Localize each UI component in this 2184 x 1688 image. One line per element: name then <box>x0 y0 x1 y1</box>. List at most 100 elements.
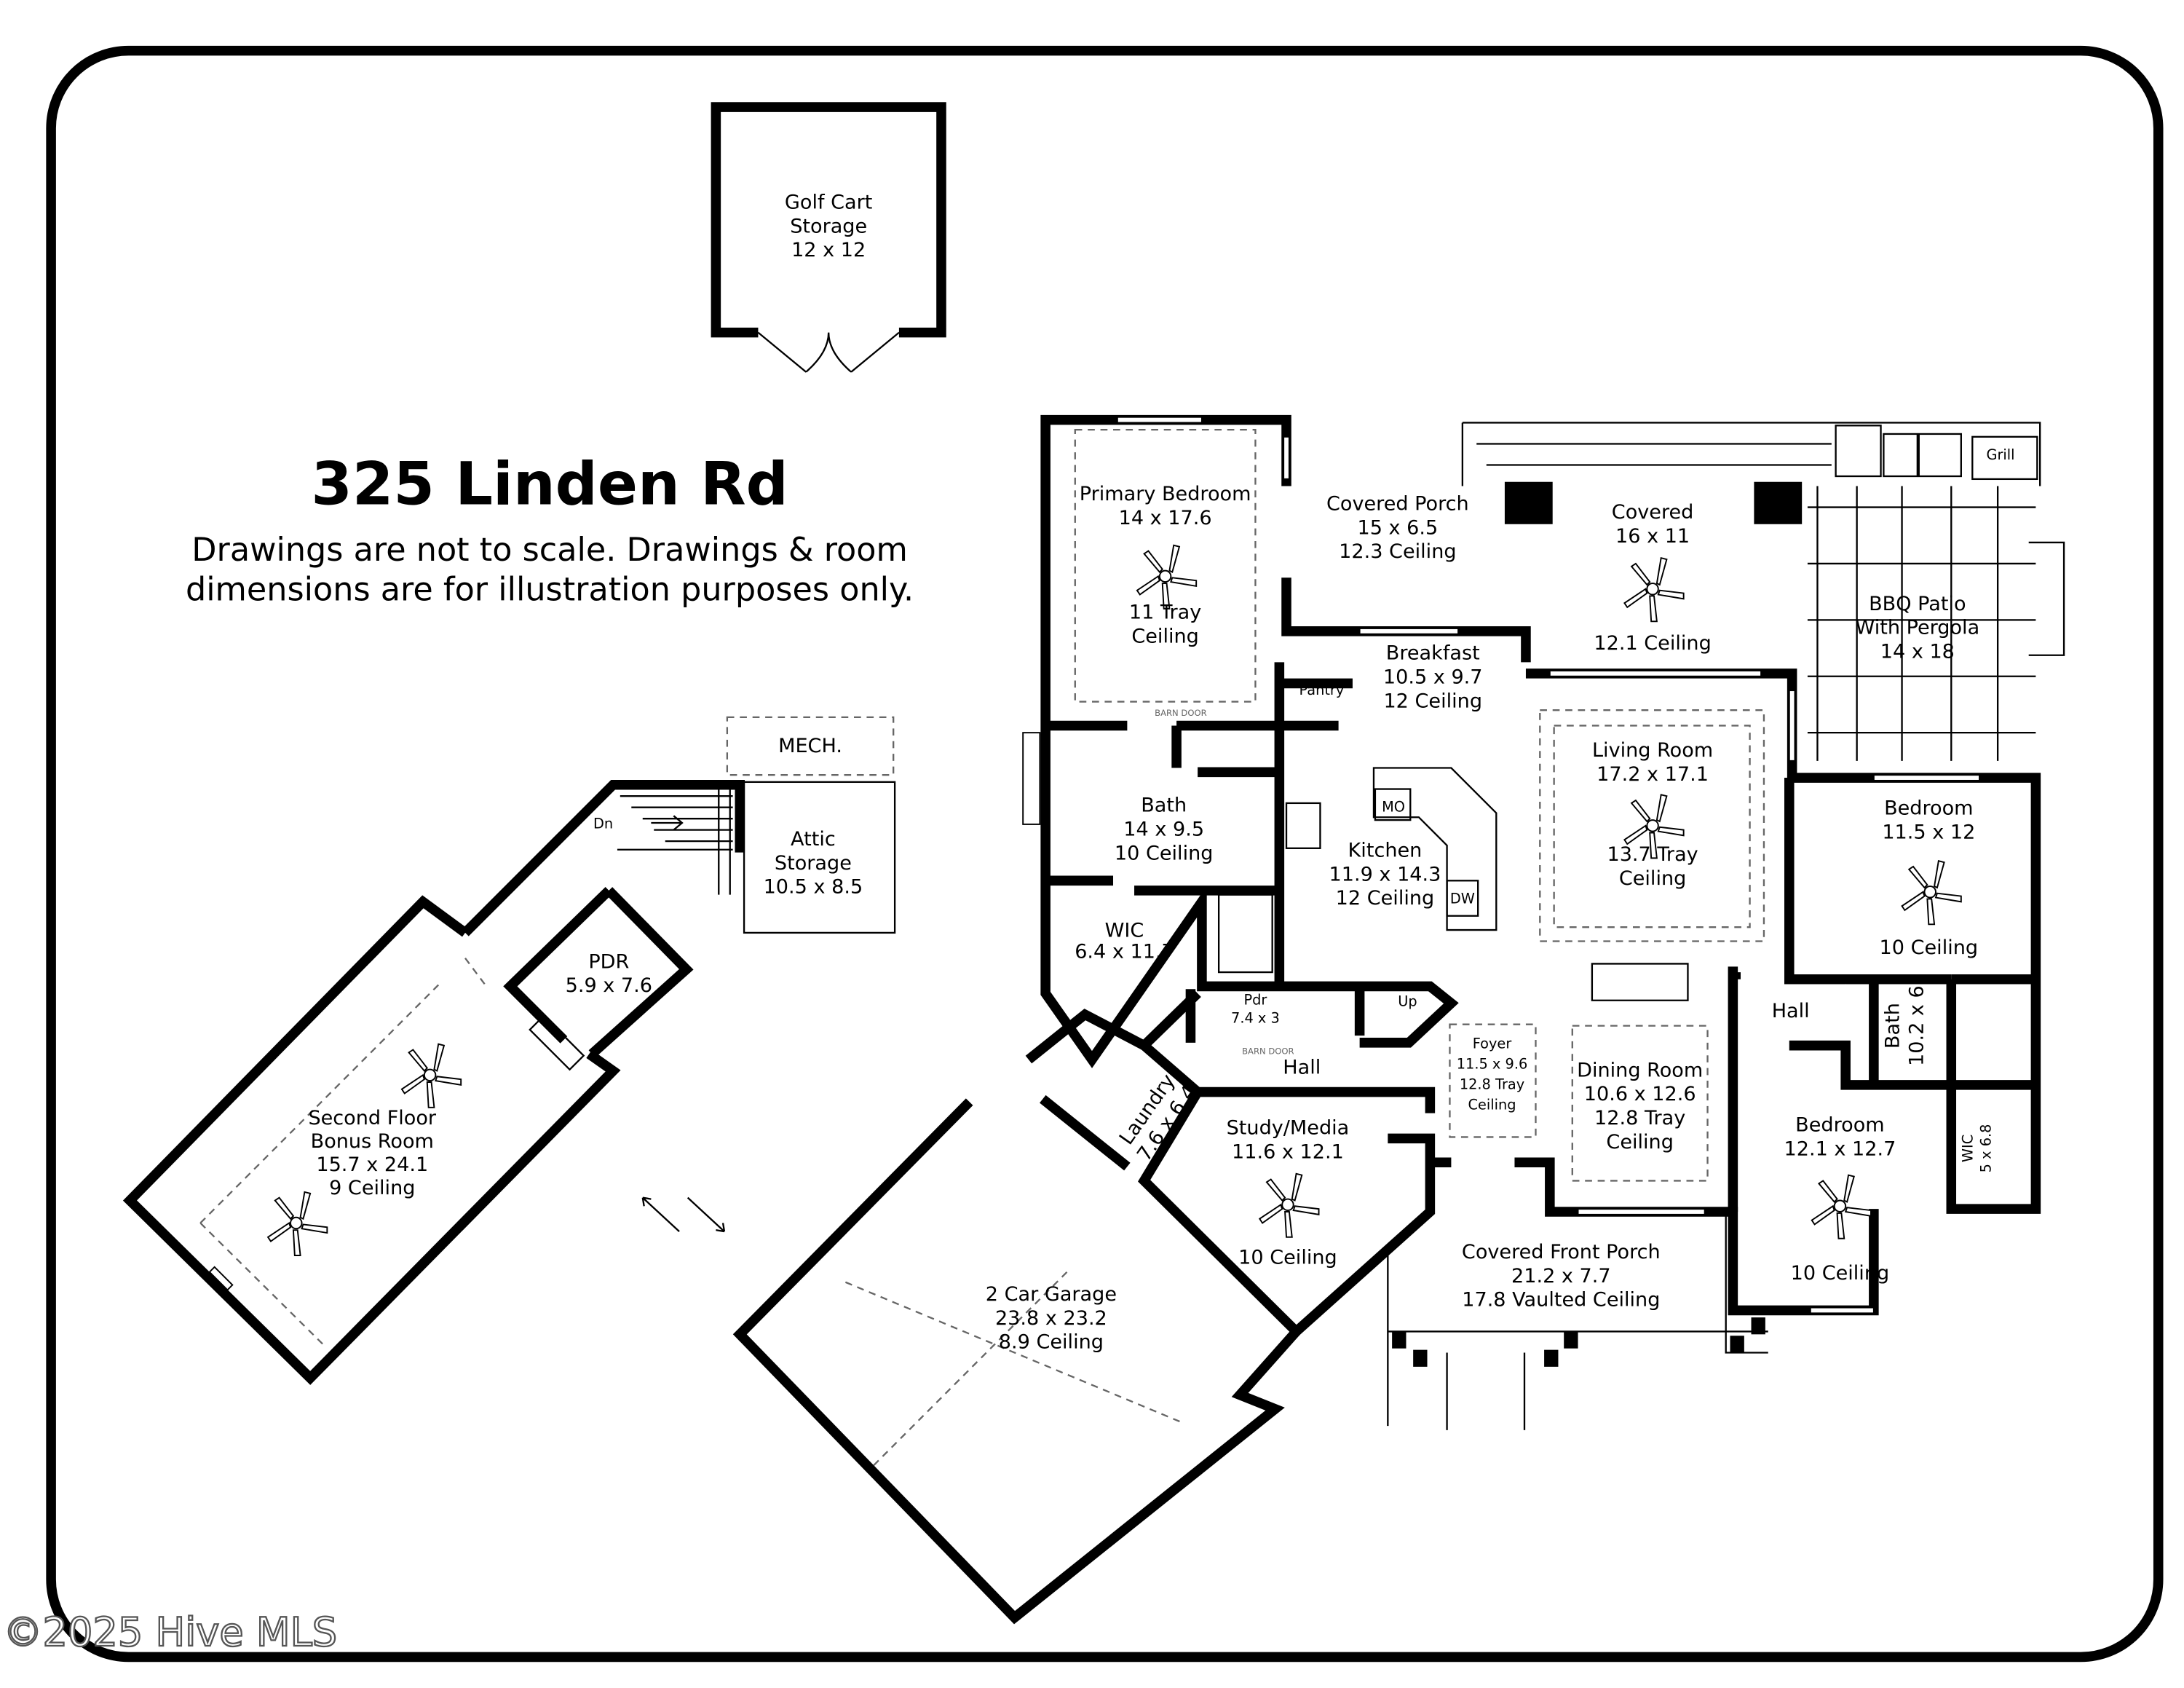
room-label-line: Hall <box>1772 1000 1810 1022</box>
room-label-line: Bonus Room <box>311 1130 434 1153</box>
main-floor-walls <box>732 414 2041 1625</box>
room-label-line: Covered Front Porch <box>1462 1241 1661 1263</box>
room-label-grill: Grill <box>1986 446 2014 463</box>
room-label-line: 10 Ceiling <box>1880 936 1979 959</box>
room-label-line: Pdr <box>1244 992 1267 1009</box>
room-label-line: 14 x 17.6 <box>1119 507 1212 529</box>
ceiling-fan-icon <box>1811 1174 1872 1239</box>
room-label-line: 5.9 x 7.6 <box>566 974 652 997</box>
room-label-line: Ceiling <box>1468 1097 1516 1113</box>
ceiling-fan-icon <box>400 1043 462 1108</box>
room-label-line: 10.5 x 8.5 <box>764 876 863 899</box>
room-label-stairs-down: Dn <box>593 816 613 832</box>
room-label-line: Hall <box>1283 1056 1321 1078</box>
room-label-line: Kitchen <box>1348 839 1423 861</box>
room-label-line: 12.1 Ceiling <box>1594 632 1711 655</box>
room-label-line: Golf Cart <box>785 191 872 213</box>
room-label-line: 17.8 Vaulted Ceiling <box>1462 1289 1660 1312</box>
room-label-line: 10 Ceiling <box>1115 842 1214 864</box>
room-label-line: 23.8 x 23.2 <box>995 1307 1107 1330</box>
room-label-line: 8.9 Ceiling <box>999 1331 1104 1354</box>
room-label-line: 2 Car Garage <box>986 1283 1117 1306</box>
upper-floor-structure <box>122 716 896 1385</box>
room-label-line: 12 Ceiling <box>1383 690 1482 712</box>
room-label-line: 6.4 x 11.7 <box>1075 941 1174 963</box>
room-label-line: Grill <box>1986 446 2014 463</box>
room-label-line: 9 Ceiling <box>329 1177 415 1199</box>
room-label-line: Foyer <box>1473 1036 1512 1052</box>
room-label-line: Bath <box>1882 1003 1904 1049</box>
disclaimer-line-1: Drawings are not to scale. Drawings & ro… <box>191 532 908 569</box>
room-label-line: Study/Media <box>1227 1117 1350 1140</box>
room-label-line: MO <box>1382 798 1405 815</box>
room-label-line: Breakfast <box>1386 642 1480 665</box>
room-label-line: 17.2 x 17.1 <box>1597 763 1709 786</box>
room-label-line: Ceiling <box>1619 867 1687 890</box>
room-label-line: MECH. <box>778 735 842 757</box>
room-label-line: Dining Room <box>1577 1059 1703 1081</box>
room-label-line: 12.3 Ceiling <box>1339 540 1456 563</box>
page-border <box>46 45 2164 1663</box>
kitchen-fixtures <box>1217 767 1689 1001</box>
room-label-line: 10 Ceiling <box>1238 1247 1337 1269</box>
ceiling-fan-icon <box>1259 1172 1320 1238</box>
room-label-line: Covered Porch <box>1326 492 1469 515</box>
room-label-line: 21.2 x 7.7 <box>1511 1265 1611 1287</box>
room-label-line: Attic <box>791 828 836 851</box>
room-label-line: 15 x 6.5 <box>1357 516 1438 539</box>
room-label-line: 11.5 x 12 <box>1882 821 1975 843</box>
room-label-line: BBQ Patio <box>1869 593 1966 615</box>
room-label-line: Ceiling <box>1606 1131 1674 1153</box>
room-label-stairs-up: Up <box>1398 993 1417 1010</box>
room-label-line: 11.5 x 9.6 <box>1457 1056 1527 1073</box>
room-label-line: 13.7 Tray <box>1607 843 1698 866</box>
room-label-line: Ceiling <box>1131 625 1199 647</box>
room-label-line: 10.2 x 6 <box>1906 985 1928 1066</box>
room-label-line: 11.9 x 14.3 <box>1329 863 1441 886</box>
room-label-line: WIC <box>1959 1135 1976 1162</box>
room-label-barn-door-hall: BARN DOOR <box>1242 1046 1294 1056</box>
room-label-line: 10 Ceiling <box>1791 1262 1890 1285</box>
room-label-line: Bedroom <box>1884 797 1973 819</box>
room-label-line: 12.1 x 12.7 <box>1784 1138 1896 1161</box>
watermark: ©2025 Hive MLS <box>3 1609 337 1655</box>
column <box>1504 481 1553 524</box>
room-label-line: Storage <box>775 852 852 875</box>
room-label-dishwasher: DW <box>1450 890 1475 907</box>
room-label-hall-east: Hall <box>1772 1000 1810 1022</box>
room-label-line: 16 x 11 <box>1615 525 1690 548</box>
room-label-line: Dn <box>593 816 613 832</box>
ceiling-fan-icon <box>267 1191 328 1256</box>
room-label-line: 15.7 x 24.1 <box>316 1153 428 1176</box>
room-label-line: 14 x 9.5 <box>1123 818 1204 840</box>
room-label-line: 10.6 x 12.6 <box>1584 1083 1696 1105</box>
room-label-line: Living Room <box>1592 739 1713 762</box>
room-label-line: 5 x 6.8 <box>1977 1124 1994 1173</box>
property-address: 325 Linden Rd <box>311 451 788 519</box>
disclaimer-line-2: dimensions are for illustration purposes… <box>186 571 914 608</box>
column <box>1754 481 1803 524</box>
room-label-line: 12 x 12 <box>791 239 866 261</box>
room-label-line: Storage <box>790 215 867 237</box>
ceiling-fan-icon <box>1623 557 1685 623</box>
room-label-hall-west: Hall <box>1283 1056 1321 1078</box>
exterior-structures <box>1387 422 2065 1430</box>
windows <box>1022 416 1980 1314</box>
